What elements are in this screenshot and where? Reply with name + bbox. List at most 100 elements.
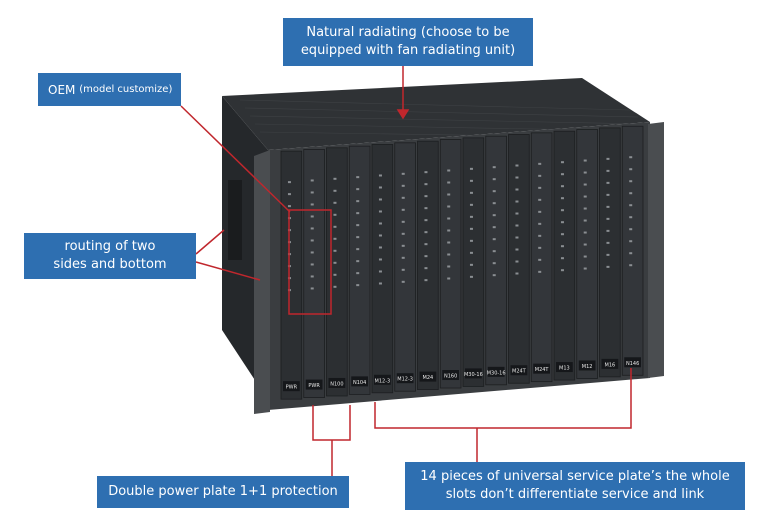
led-indicator [378, 174, 382, 177]
card-handle [396, 373, 414, 384]
led-indicator [538, 222, 542, 225]
led-indicator [583, 183, 587, 186]
led-indicator [583, 255, 587, 258]
card-label: M24 [423, 375, 434, 381]
card-handle [465, 368, 482, 379]
led-indicator [287, 193, 291, 196]
led-indicator [333, 201, 337, 204]
led-indicator [333, 285, 337, 288]
card-slot [508, 134, 530, 384]
card-handle [487, 366, 505, 377]
led-indicator [469, 239, 473, 242]
led-indicator [424, 219, 428, 222]
led-indicator [287, 181, 291, 184]
card-label: M24T [512, 369, 527, 375]
led-indicator [333, 213, 337, 216]
led-indicator [469, 167, 473, 170]
card-handle [556, 362, 573, 373]
card-handle [510, 365, 528, 376]
led-indicator [538, 234, 542, 237]
led-indicator [629, 156, 633, 159]
led-indicator [378, 186, 382, 189]
led-indicator [583, 195, 587, 198]
led-indicator [469, 215, 473, 218]
led-indicator [606, 181, 610, 184]
oem-leader [180, 105, 291, 213]
led-indicator [424, 195, 428, 198]
card-handle [419, 371, 437, 382]
universal-callout: 14 pieces of universal service plate’s t… [405, 462, 745, 510]
card-label: M30-16 [464, 372, 483, 378]
led-indicator [606, 265, 610, 268]
card-label: M24T [535, 367, 550, 373]
card-label: N146 [626, 361, 639, 367]
led-indicator [560, 257, 564, 260]
led-indicator [310, 227, 314, 230]
cooling-text-2: equipped with fan radiating unit) [300, 43, 516, 58]
led-indicator [424, 171, 428, 174]
led-indicator [378, 282, 382, 285]
led-indicator [469, 179, 473, 182]
led-indicator [447, 169, 451, 172]
led-indicator [560, 197, 564, 200]
power-callout: Double power plate 1+1 protection [97, 476, 349, 508]
led-indicator [538, 186, 542, 189]
led-indicator [424, 279, 428, 282]
card-slot [439, 139, 462, 389]
led-indicator [333, 225, 337, 228]
led-indicator [606, 193, 610, 196]
chassis-top [222, 78, 650, 150]
led-indicator [469, 251, 473, 254]
led-indicator [560, 209, 564, 212]
card-label: N100 [330, 381, 343, 387]
led-indicator [629, 264, 633, 267]
routing-leader-up [195, 229, 225, 255]
led-indicator [629, 252, 633, 255]
led-indicator [356, 284, 360, 287]
led-indicator [356, 176, 360, 179]
led-indicator [378, 222, 382, 225]
led-indicator [447, 205, 451, 208]
led-indicator [606, 157, 610, 160]
cooling-callout: Natural radiating (choose to be equipped… [283, 18, 533, 66]
cooling-text-1: Natural radiating (choose to be [306, 25, 510, 40]
led-indicator [583, 267, 587, 270]
led-indicator [583, 171, 587, 174]
led-indicator [515, 212, 519, 215]
card-slot [530, 132, 553, 383]
led-indicator [538, 162, 542, 165]
led-indicator [287, 205, 291, 208]
led-indicator [469, 203, 473, 206]
led-indicator [492, 166, 496, 169]
led-indicator [629, 240, 633, 243]
led-indicator [515, 272, 519, 275]
led-indicator [378, 234, 382, 237]
led-indicator [333, 177, 337, 180]
led-indicator [378, 198, 382, 201]
routing-text-1: routing of two [64, 239, 156, 254]
led-indicator [606, 205, 610, 208]
led-indicator [310, 191, 314, 194]
oem-main: OEM [48, 82, 76, 97]
led-indicator [538, 210, 542, 213]
card-handle [374, 374, 391, 385]
led-indicator [606, 241, 610, 244]
led-indicator [583, 219, 587, 222]
led-indicator [356, 272, 360, 275]
universal-bracket [374, 368, 632, 429]
led-indicator [356, 260, 360, 263]
card-handle [442, 370, 459, 381]
oem-sub: (model customize) [79, 83, 173, 95]
led-indicator [515, 164, 519, 167]
led-indicator [538, 246, 542, 249]
card-slot [417, 140, 439, 391]
led-indicator [378, 210, 382, 213]
led-indicator [492, 238, 496, 241]
led-indicator [310, 263, 314, 266]
led-indicator [515, 260, 519, 263]
led-indicator [447, 181, 451, 184]
led-indicator [401, 208, 405, 211]
led-indicator [492, 262, 496, 265]
led-indicator [401, 232, 405, 235]
